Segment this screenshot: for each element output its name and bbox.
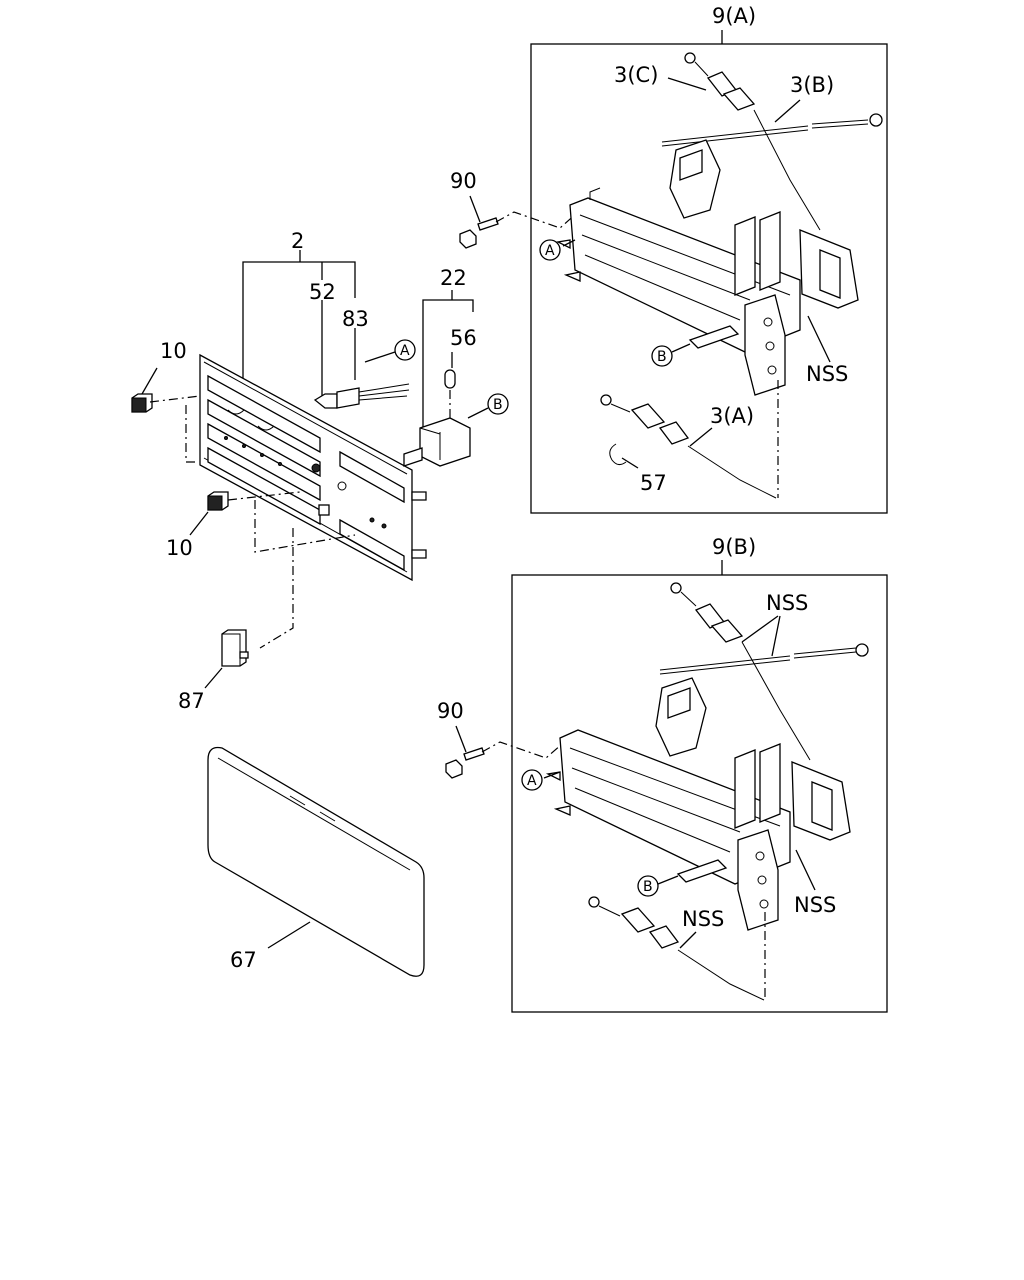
cable-3c: [684, 52, 821, 231]
label-assembly-9a: 9(A): [712, 4, 756, 28]
label-nss-9b-top: NSS: [766, 591, 808, 615]
callout-b-9b: [637, 875, 659, 897]
label-part-56: 56: [450, 326, 477, 350]
assembly-9a-group: 9(A) 90 3(C) 3(B): [450, 4, 888, 514]
control-panel-group: 2 52 83 A 10: [131, 229, 509, 977]
actuator-housing-9a: [555, 139, 859, 396]
plate-67: [207, 746, 425, 977]
label-part-67: 67: [230, 948, 257, 972]
label-part-90-top: 90: [450, 169, 477, 193]
callout-a-9b: [521, 769, 543, 791]
assembly-9b-group: 9(B) 90 NSS: [437, 535, 888, 1013]
callout-a-panel-text: A: [400, 343, 410, 359]
clip-57: [609, 443, 627, 466]
cap-87: [221, 629, 249, 667]
callout-a-9a-text: A: [545, 243, 555, 259]
label-part-52: 52: [309, 280, 336, 304]
label-part-87: 87: [178, 689, 205, 713]
cable-3b: [661, 113, 883, 147]
bolt-90-top: [459, 217, 499, 249]
label-part-10-top: 10: [160, 339, 187, 363]
cable-9b-upper: [659, 582, 869, 761]
label-part-3b: 3(B): [790, 73, 834, 97]
label-part-22: 22: [440, 266, 467, 290]
bracket-22: [422, 290, 474, 430]
label-part-3a: 3(A): [710, 404, 754, 428]
bulb-56: [444, 369, 456, 389]
callout-b-panel-text: B: [493, 397, 503, 413]
label-part-83: 83: [342, 307, 369, 331]
callout-b-9a-text: B: [657, 349, 667, 365]
knob-10-top: [131, 393, 153, 413]
label-part-90-bottom: 90: [437, 699, 464, 723]
box-9a: [530, 43, 888, 514]
label-assembly-9b: 9(B): [712, 535, 756, 559]
bracket-2: [242, 250, 356, 382]
callout-b-panel: [487, 393, 509, 415]
label-part-10-bottom: 10: [166, 536, 193, 560]
label-part-2: 2: [291, 229, 304, 253]
bulb-52: [313, 383, 410, 409]
label-nss-9b-right: NSS: [794, 893, 836, 917]
callout-a-panel: [394, 339, 416, 361]
switch-22: [403, 417, 471, 467]
actuator-housing-9b: [545, 677, 851, 931]
cable-9b-lower: [588, 896, 765, 1001]
label-part-57: 57: [640, 471, 667, 495]
callout-a-9a: [539, 239, 561, 261]
callout-a-9b-text: A: [527, 773, 537, 789]
cable-3a: [600, 394, 777, 499]
front-panel-2: [199, 353, 427, 582]
label-nss-9b-cable: NSS: [682, 907, 724, 931]
label-part-3c: 3(C): [614, 63, 658, 87]
box-9b: [511, 574, 888, 1013]
knob-10-bottom: [207, 491, 229, 511]
callout-b-9b-text: B: [643, 879, 653, 895]
callout-b-9a: [651, 345, 673, 367]
label-nss-9a: NSS: [806, 362, 848, 386]
bolt-90-bottom: [445, 747, 485, 779]
